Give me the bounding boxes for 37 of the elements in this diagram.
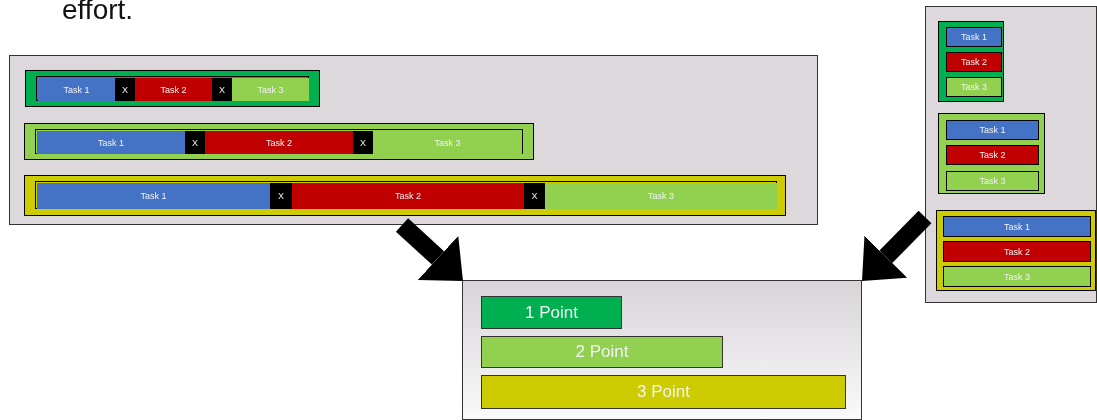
task-bar: Task 1 bbox=[37, 183, 270, 209]
point-bar: 1 Point bbox=[481, 296, 622, 329]
separator-cell: X bbox=[115, 78, 135, 101]
effort-band bbox=[936, 210, 1096, 291]
point-bar: 3 Point bbox=[481, 375, 846, 409]
task-bar: Task 1 bbox=[946, 27, 1002, 47]
separator-cell: X bbox=[185, 131, 205, 154]
task-bar: Task 3 bbox=[946, 171, 1039, 191]
effort-band bbox=[938, 21, 1004, 102]
task-bar: Task 1 bbox=[37, 131, 185, 154]
panel-background bbox=[925, 6, 1097, 303]
task-bar: Task 2 bbox=[205, 131, 353, 154]
task-bar: Task 3 bbox=[545, 183, 777, 209]
task-bar: Task 3 bbox=[943, 266, 1091, 287]
task-bar: Task 2 bbox=[943, 241, 1091, 262]
point-bar: 2 Point bbox=[481, 336, 723, 368]
task-bar: Task 1 bbox=[38, 78, 115, 101]
task-bar: Task 2 bbox=[946, 145, 1039, 165]
task-bar: Task 1 bbox=[943, 216, 1091, 237]
effort-band bbox=[24, 175, 786, 216]
arrow bbox=[862, 210, 932, 281]
effort-band bbox=[938, 113, 1045, 194]
separator-cell: X bbox=[353, 131, 373, 154]
task-bar: Task 3 bbox=[232, 78, 309, 101]
separator-cell: X bbox=[212, 78, 232, 101]
separator-cell: X bbox=[270, 183, 292, 209]
task-bar: Task 2 bbox=[135, 78, 212, 101]
effort-band bbox=[25, 70, 320, 107]
panel-background bbox=[9, 55, 818, 225]
task-bar: Task 2 bbox=[292, 183, 524, 209]
task-bar: Task 2 bbox=[946, 52, 1002, 72]
task-bar: Task 3 bbox=[946, 77, 1002, 97]
arrow bbox=[395, 218, 463, 281]
panel-background bbox=[462, 280, 862, 420]
task-bar: Task 1 bbox=[946, 120, 1039, 140]
separator-cell: X bbox=[524, 183, 545, 209]
effort-band bbox=[24, 123, 534, 160]
